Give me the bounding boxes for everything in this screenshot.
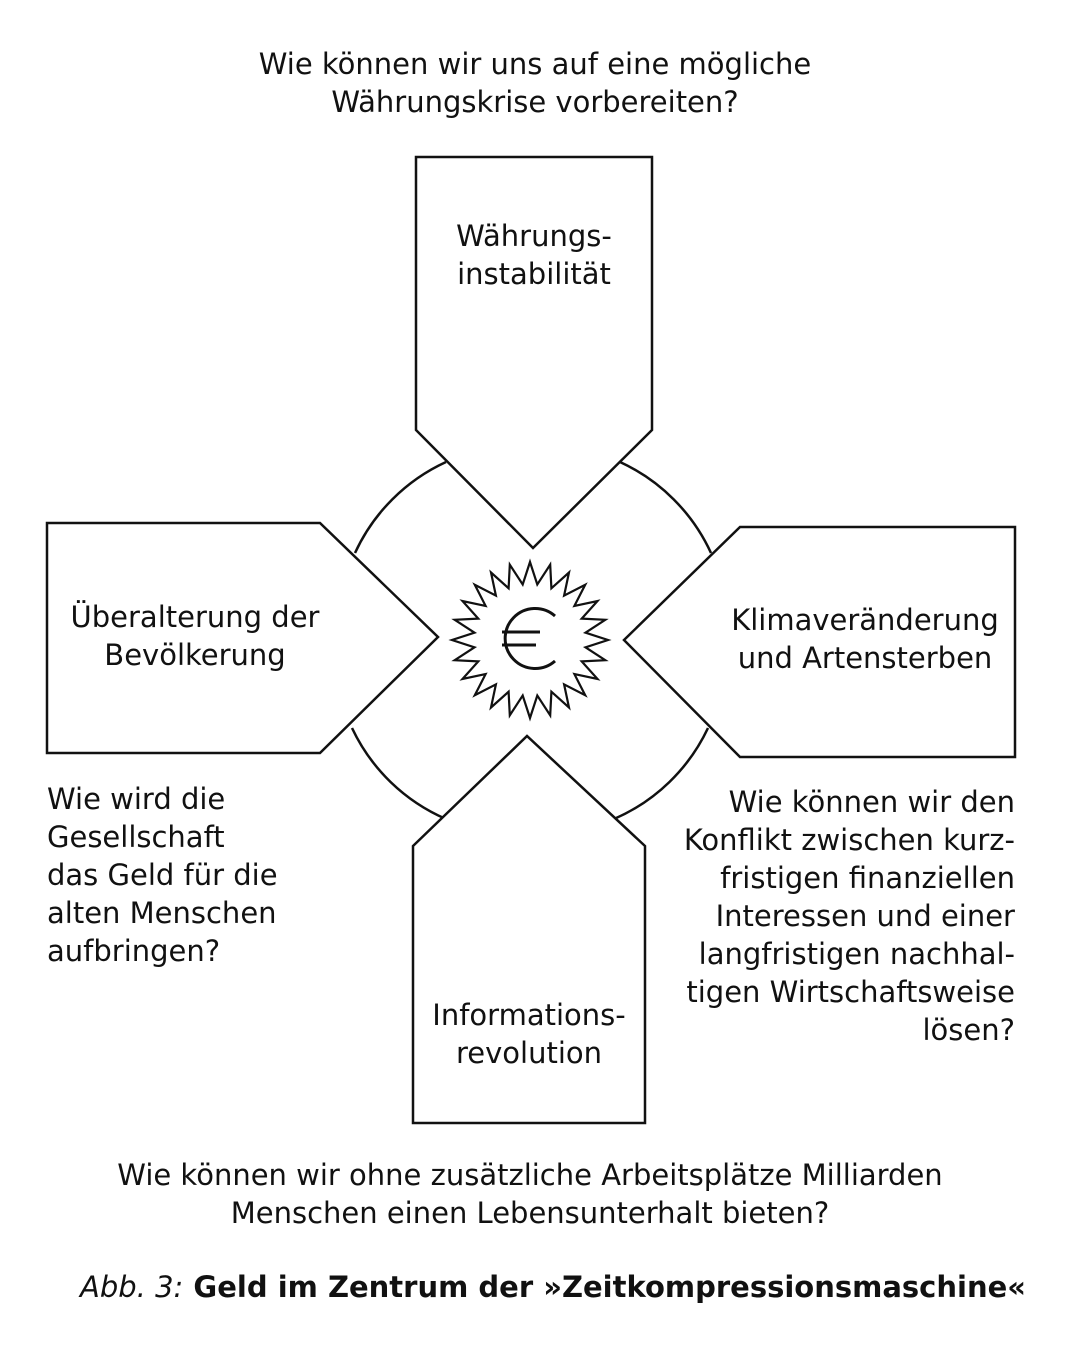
ring-arc-bottom-left [350,727,447,821]
arrow-label-line: und Artensterben [737,641,993,675]
arrow-right [622,525,1017,759]
arrow-bottom [411,734,647,1125]
question-left-line: das Geld für die [47,858,278,892]
question-left-line: aufbringen? [47,934,221,968]
figure-caption: Abb. 3: Geld im Zentrum der »Zeitkompres… [80,1270,1040,1304]
ring-arc-bottom-right [613,727,710,821]
question-left: Wie wird die Gesellschaft das Geld für d… [47,780,367,970]
question-right-line: langfristigen nachhal- [698,937,1015,971]
arrow-label-line: Überalterung der [70,600,320,634]
arrow-top [414,155,654,550]
question-right: Wie können wir den Konflikt zwischen kur… [655,783,1015,1049]
question-left-line: alten Menschen [47,896,277,930]
question-bottom-line: Wie können wir ohne zusätzliche Arbeitsp… [117,1158,943,1192]
caption-text: Geld im Zentrum der »Zeitkompressionsmas… [193,1270,1027,1304]
question-right-line: lösen? [922,1013,1015,1047]
question-bottom: Wie können wir ohne zusätzliche Arbeitsp… [60,1156,1000,1232]
arrow-label-right: Klimaveränderung und Artensterben [715,601,1015,677]
question-left-line: Gesellschaft [47,820,225,854]
arrow-label-left: Überalterung der Bevölkerung [55,598,335,674]
arrow-label-line: Informations- [432,998,626,1032]
question-right-line: Konflikt zwischen kurz- [683,823,1015,857]
arrow-label-line: revolution [455,1036,603,1070]
question-right-line: fristigen finanziellen [720,861,1015,895]
question-bottom-line: Menschen einen Lebensunterhalt bieten? [230,1196,830,1230]
arrow-label-line: Klimaveränderung [731,603,999,637]
question-top-line: Währungskrise vorbereiten? [331,85,739,119]
arrow-label-line: instabilität [457,257,611,291]
question-left-line: Wie wird die [47,782,226,816]
arrow-label-top: Währungs- instabilität [416,217,652,293]
arrow-label-line: Währungs- [456,219,612,253]
question-right-line: tigen Wirtschaftsweise [686,975,1015,1009]
ring-arc-top-left [353,460,447,554]
arrow-left [45,521,440,755]
ring-arc-top-right [619,460,713,554]
euro-symbol [502,607,556,670]
question-top-line: Wie können wir uns auf eine mögliche [258,47,812,81]
arrow-label-line: Bevölkerung [104,638,286,672]
euro-sunburst-icon [448,558,612,722]
arrow-label-bottom: Informations- revolution [413,996,645,1072]
caption-prefix: Abb. 3: [80,1270,184,1304]
question-right-line: Interessen und einer [715,899,1015,933]
question-right-line: Wie können wir den [728,785,1015,819]
question-top: Wie können wir uns auf eine mögliche Wäh… [200,45,870,121]
